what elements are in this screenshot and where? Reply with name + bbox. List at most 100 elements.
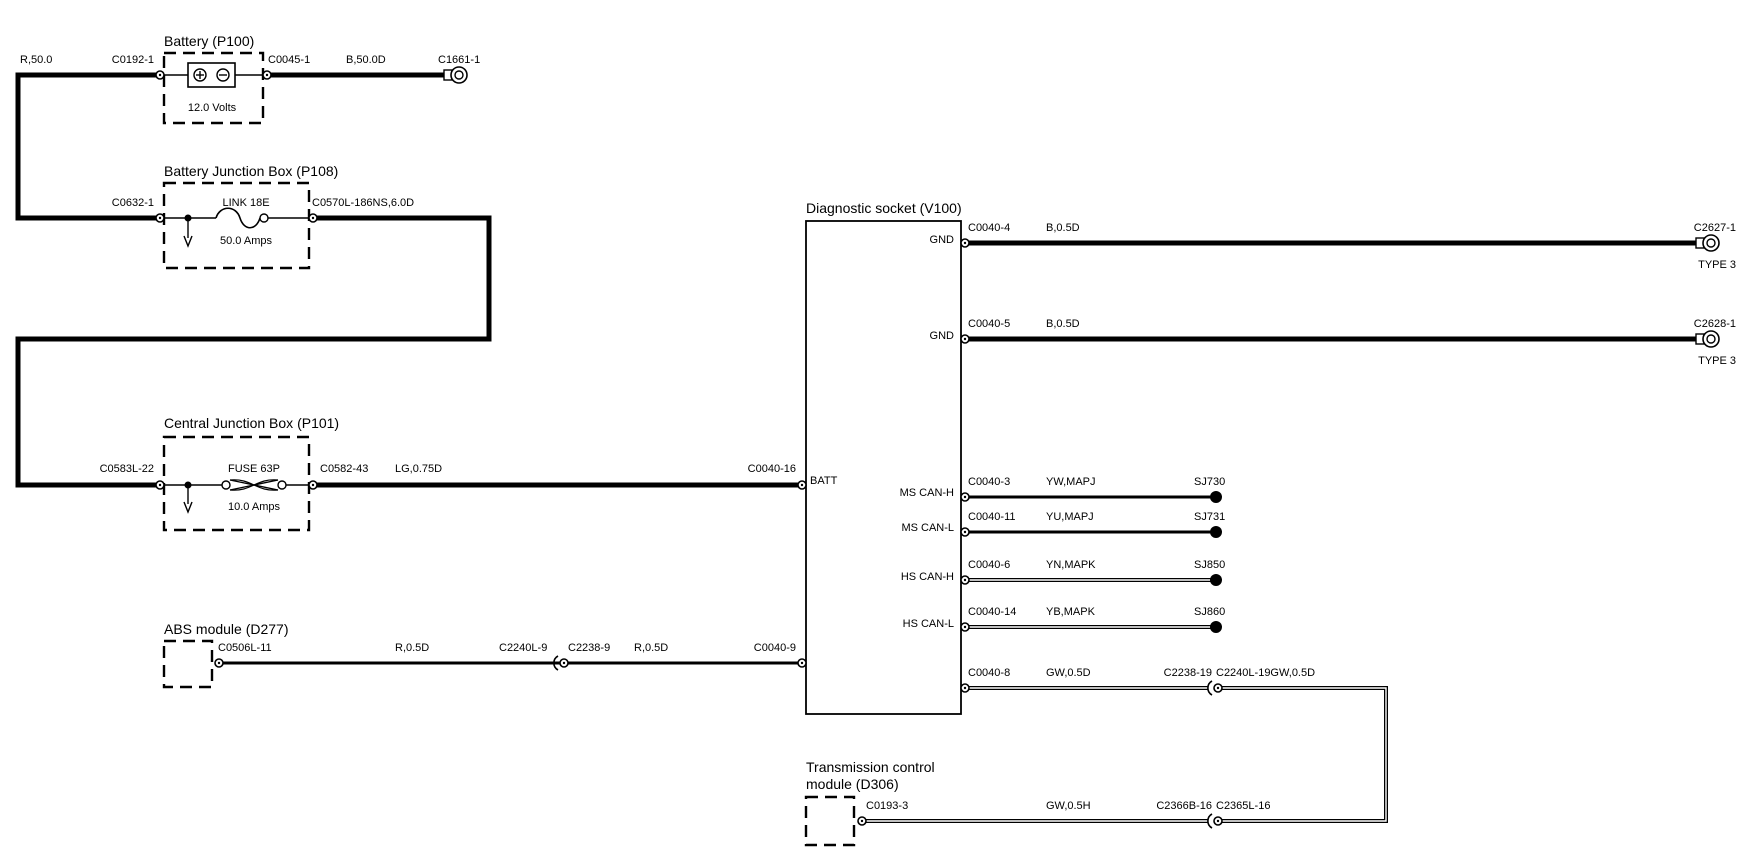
label-c0506: C0506L-11 (218, 642, 272, 654)
tcm: Transmission control module (D306) (804, 759, 935, 847)
label-c2240-9: C2240L-9 (499, 642, 547, 654)
bjb-title: Battery Junction Box (P108) (164, 163, 338, 179)
terminal-c0040-16 (797, 480, 807, 490)
terminal-c0045-1 (262, 70, 272, 80)
label-yb: YB,MAPK (1046, 606, 1096, 618)
label-sj731: SJ731 (1194, 511, 1225, 523)
label-c2628-1: C2628-1 (1694, 318, 1736, 330)
terminal-c0582 (308, 480, 318, 490)
central-junction-box: Central Junction Box (P101) FUSE 63P 10.… (162, 415, 339, 532)
diag-body (805, 220, 962, 715)
label-lg075: LG,0.75D (395, 463, 442, 475)
abs-module: ABS module (D277) (162, 621, 289, 689)
label-yn: YN,MAPK (1046, 559, 1096, 571)
terminal-c0040-4 (960, 238, 970, 248)
wires (15, 72, 1700, 823)
pin-ms-can-l: MS CAN-L (901, 522, 954, 534)
label-sj860: SJ860 (1194, 606, 1225, 618)
tcm-title-line1: Transmission control (806, 759, 935, 775)
label-c0040-6: C0040-6 (968, 559, 1010, 571)
diagnostic-socket: Diagnostic socket (V100) GND GND BATT MS… (805, 200, 962, 715)
label-c0193-3: C0193-3 (866, 800, 908, 812)
tcm-title-line2: module (D306) (806, 776, 899, 792)
label-c2238-9: C2238-9 (568, 642, 610, 654)
inline-connector-c2238-19 (1207, 680, 1223, 696)
terminal-c0040-14 (960, 622, 970, 632)
pin-gnd-1: GND (930, 234, 955, 246)
label-type3a: TYPE 3 (1698, 259, 1736, 271)
label-c0632-1: C0632-1 (112, 197, 154, 209)
ground-eyelet-c1661-1 (443, 66, 468, 84)
label-c2238-19: C2238-19 (1164, 667, 1212, 679)
splice-sj730 (1210, 491, 1222, 503)
pin-batt: BATT (810, 475, 838, 487)
label-c2365: C2365L-16 (1216, 800, 1270, 812)
terminal-c0040-9 (797, 658, 807, 668)
bjb-rating: 50.0 Amps (220, 235, 272, 247)
battery-outline (162, 51, 265, 125)
cjb-fuse-label: FUSE 63P (228, 463, 280, 475)
label-c0192-1: C0192-1 (112, 54, 154, 66)
pin-gnd-2: GND (930, 330, 955, 342)
pin-ms-can-h: MS CAN-H (900, 487, 954, 499)
terminal-c0583 (155, 480, 165, 490)
label-sj730: SJ730 (1194, 476, 1225, 488)
battery-junction-box: Battery Junction Box (P108) LINK 18E 50.… (162, 163, 338, 270)
ground-eyelet-c2627-1 (1695, 234, 1720, 252)
fuse-icon (221, 479, 287, 491)
label-c0570: C0570L-186NS,6.0D (312, 197, 414, 209)
terminal-c0040-5 (960, 334, 970, 344)
label-r05a: R,0.5D (395, 642, 429, 654)
terminal-c0193-3 (857, 816, 867, 826)
label-c0583: C0583L-22 (100, 463, 154, 475)
label-c0040-16: C0040-16 (748, 463, 796, 475)
inline-connector-c2240-9 (553, 655, 569, 671)
wire-battery-positive (15, 72, 157, 221)
label-yw: YW,MAPJ (1046, 476, 1096, 488)
pin-hs-can-l: HS CAN-L (903, 618, 954, 630)
label-c1661-1: C1661-1 (438, 54, 480, 66)
label-c0040-3: C0040-3 (968, 476, 1010, 488)
ground-eyelet-c2628-1 (1695, 330, 1720, 348)
terminal-c0040-11 (960, 527, 970, 537)
plus-icon (193, 68, 207, 82)
label-c0045-1: C0045-1 (268, 54, 310, 66)
label-c0040-9: C0040-9 (754, 642, 796, 654)
label-c0582: C0582-43 (320, 463, 368, 475)
minus-icon (216, 68, 230, 82)
inline-connector-c2366 (1207, 813, 1223, 829)
label-gw05d-a: GW,0.5D (1046, 667, 1091, 679)
label-r05b: R,0.5D (634, 642, 668, 654)
label-c2240-19: C2240L-19GW,0.5D (1216, 667, 1315, 679)
abs-title: ABS module (D277) (164, 621, 289, 637)
label-b05a: B,0.5D (1046, 222, 1080, 234)
wire-splice-to-tcm-loop (1222, 686, 1388, 823)
label-c0040-4: C0040-4 (968, 222, 1010, 234)
terminal-c0192-1 (155, 70, 165, 80)
label-c0040-5: C0040-5 (968, 318, 1010, 330)
ground-arrow-icon (183, 501, 193, 514)
label-gw05h: GW,0.5H (1046, 800, 1091, 812)
battery: Battery (P100) 12.0 Volts (162, 33, 265, 125)
terminals (155, 66, 1720, 829)
link-fusible-icon (215, 207, 261, 229)
label-type3b: TYPE 3 (1698, 355, 1736, 367)
cjb-rating: 10.0 Amps (228, 501, 280, 513)
battery-title: Battery (P100) (164, 33, 254, 49)
bjb-link-label: LINK 18E (222, 197, 269, 209)
label-r50: R,50.0 (20, 54, 52, 66)
terminal-c0506 (214, 658, 224, 668)
battery-voltage: 12.0 Volts (188, 102, 237, 114)
diag-title: Diagnostic socket (V100) (806, 200, 962, 216)
splice-sj731 (1210, 526, 1222, 538)
label-c0040-11: C0040-11 (968, 511, 1016, 523)
label-c2627-1: C2627-1 (1694, 222, 1736, 234)
cjb-title: Central Junction Box (P101) (164, 415, 339, 431)
wire-labels: R,50.0 C0192-1 C0045-1 B,50.0D C1661-1 C… (20, 54, 1736, 812)
label-c0040-8: C0040-8 (968, 667, 1010, 679)
battery-cell (187, 62, 236, 88)
terminal-c0632-1 (155, 213, 165, 223)
label-sj850: SJ850 (1194, 559, 1225, 571)
terminal-c0040-3 (960, 492, 970, 502)
